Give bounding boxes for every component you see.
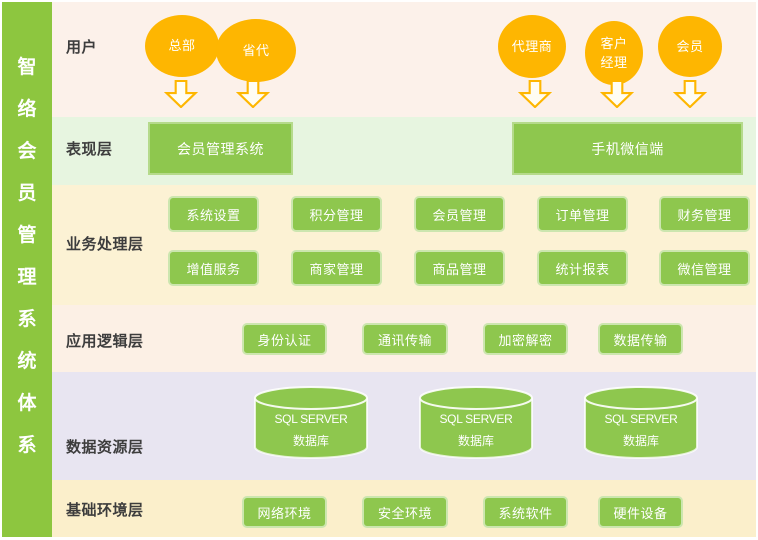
box-merchant-management: 商家管理 — [291, 250, 382, 286]
cylinder-icon — [419, 386, 533, 459]
layer-users-label: 用户 — [66, 39, 98, 56]
layer-presentation-label: 表现层 — [66, 141, 113, 158]
database-title: SQL SERVER — [274, 412, 348, 426]
box-security-environment: 安全环境 — [362, 496, 448, 528]
down-arrow-icon — [600, 80, 634, 108]
box-system-software: 系统软件 — [483, 496, 568, 528]
cylinder-icon — [584, 386, 698, 459]
box-points-management: 积分管理 — [291, 196, 382, 232]
layer-users: 用户 总部 省代 代理商 客户经理 会员 — [52, 2, 756, 117]
layer-infrastructure-label: 基础环境层 — [66, 502, 144, 519]
box-order-management: 订单管理 — [537, 196, 628, 232]
database-cylinder: SQL SERVER 数据库 — [582, 385, 700, 461]
database-subtitle: 数据库 — [457, 434, 494, 448]
actor-headquarters: 总部 — [145, 15, 219, 77]
database-subtitle: 数据库 — [292, 434, 329, 448]
layer-logic-label: 应用逻辑层 — [66, 333, 144, 350]
box-communication-transfer: 通讯传输 — [362, 323, 448, 355]
box-member-management: 会员管理 — [414, 196, 505, 232]
title-char: 管 — [17, 225, 37, 246]
title-char: 系 — [17, 309, 37, 330]
diagram-title-sidebar: 智 络 会 员 管 理 系 统 体 系 — [2, 2, 52, 537]
database-title: SQL SERVER — [439, 412, 513, 426]
database-cylinder: SQL SERVER 数据库 — [252, 385, 370, 461]
database-subtitle: 数据库 — [622, 434, 659, 448]
layer-data: 数据资源层 SQL SERVER 数据库 SQL SERVER 数据库 SQL … — [52, 372, 756, 480]
box-mobile-wechat-client: 手机微信端 — [512, 122, 743, 175]
box-identity-authentication: 身份认证 — [242, 323, 327, 355]
box-hardware-equipment: 硬件设备 — [598, 496, 683, 528]
actor-account-manager: 客户经理 — [585, 21, 643, 85]
layer-business-label: 业务处理层 — [66, 236, 144, 253]
box-wechat-management: 微信管理 — [659, 250, 750, 286]
title-char: 统 — [17, 351, 37, 372]
down-arrow-icon — [164, 80, 198, 108]
down-arrow-icon — [518, 80, 552, 108]
layer-presentation: 表现层 会员管理系统 手机微信端 — [52, 117, 756, 185]
box-member-management-system: 会员管理系统 — [148, 122, 293, 175]
layer-business: 业务处理层 系统设置 积分管理 会员管理 订单管理 财务管理 增值服务 商家管理… — [52, 185, 756, 305]
layer-infrastructure: 基础环境层 网络环境 安全环境 系统软件 硬件设备 — [52, 480, 756, 537]
title-char: 体 — [17, 393, 37, 414]
database-title: SQL SERVER — [604, 412, 678, 426]
title-char: 智 — [17, 57, 37, 78]
box-network-environment: 网络环境 — [242, 496, 327, 528]
cylinder-icon — [254, 386, 368, 459]
title-char: 会 — [17, 141, 37, 162]
layer-logic: 应用逻辑层 身份认证 通讯传输 加密解密 数据传输 — [52, 305, 756, 372]
box-system-settings: 系统设置 — [168, 196, 259, 232]
database-cylinder: SQL SERVER 数据库 — [417, 385, 535, 461]
box-value-added-services: 增值服务 — [168, 250, 259, 286]
title-char: 员 — [17, 183, 37, 204]
box-product-management: 商品管理 — [414, 250, 505, 286]
actor-province-agent: 省代 — [216, 19, 296, 82]
actor-agent: 代理商 — [498, 15, 566, 78]
box-encryption-decryption: 加密解密 — [483, 323, 568, 355]
box-data-transfer: 数据传输 — [598, 323, 683, 355]
down-arrow-icon — [673, 80, 707, 108]
title-char: 络 — [17, 99, 37, 120]
down-arrow-icon — [236, 80, 270, 108]
title-char: 理 — [17, 267, 37, 288]
layer-data-label: 数据资源层 — [66, 439, 144, 456]
title-char: 系 — [17, 435, 37, 456]
actor-member: 会员 — [658, 16, 722, 77]
box-statistics-reports: 统计报表 — [537, 250, 628, 286]
box-finance-management: 财务管理 — [659, 196, 750, 232]
